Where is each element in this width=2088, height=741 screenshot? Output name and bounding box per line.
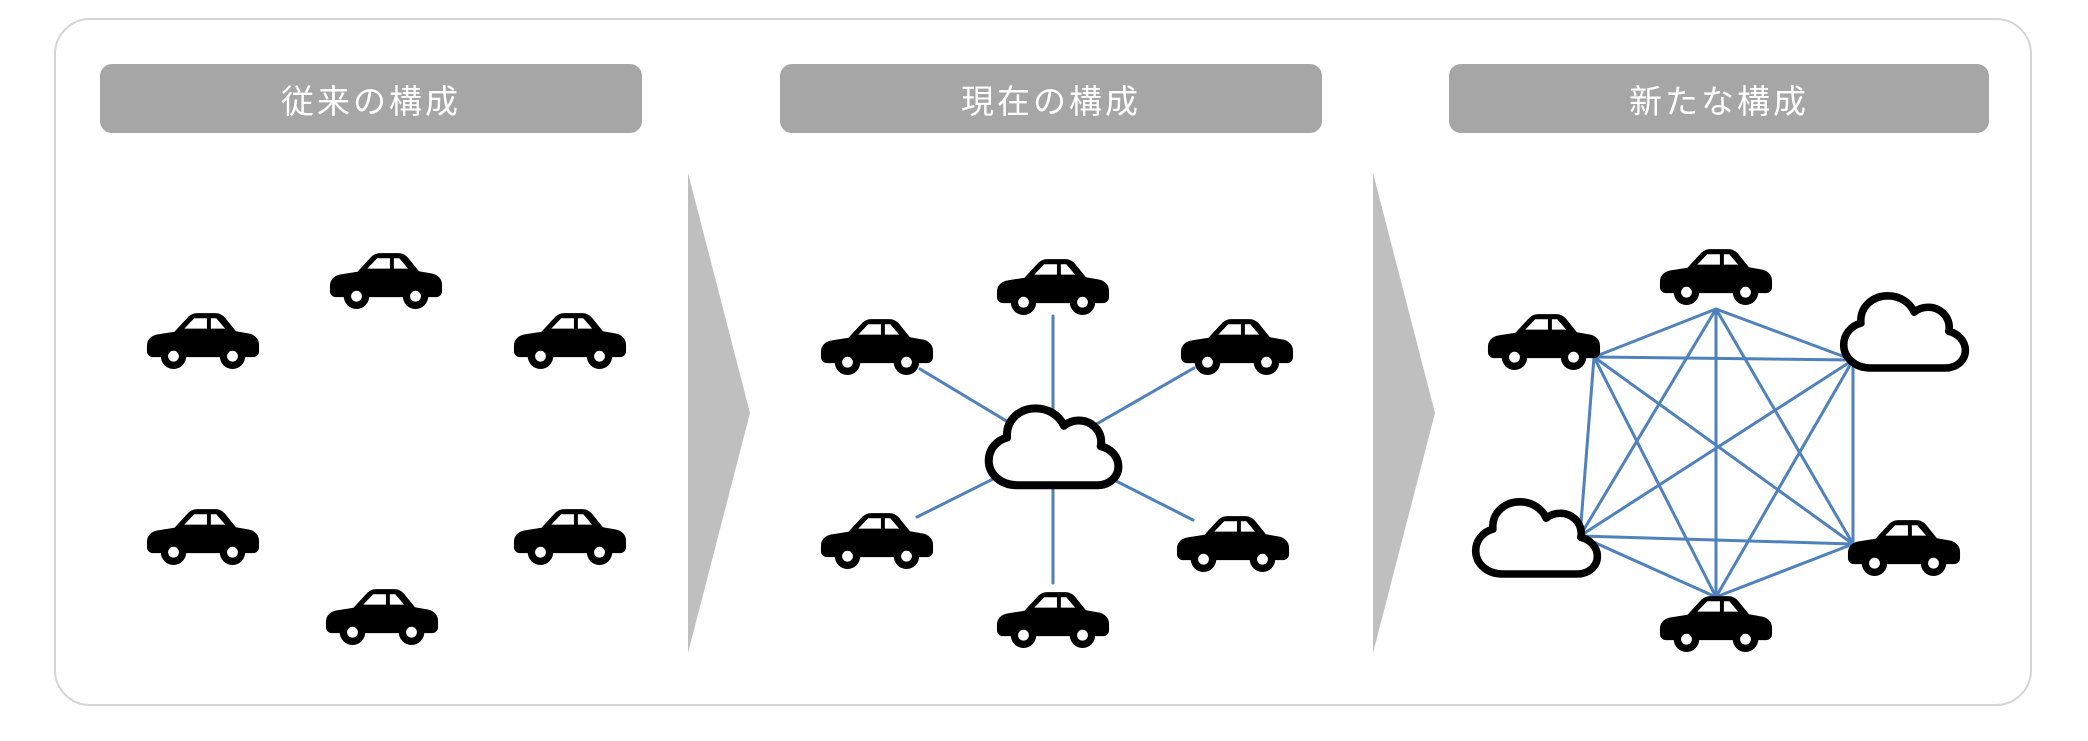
car-icon [511, 300, 629, 373]
cloud-icon [978, 398, 1128, 499]
car-icon [1657, 236, 1775, 309]
cloud-icon [1834, 286, 1974, 381]
panel-header-traditional: 従来の構成 [100, 64, 642, 133]
car-icon [144, 496, 262, 569]
car-icon [327, 240, 445, 313]
panel-title-traditional: 従来の構成 [281, 82, 461, 120]
panel-header-current: 現在の構成 [780, 64, 1322, 133]
car-icon [818, 500, 936, 573]
panel-title-current: 現在の構成 [961, 82, 1141, 120]
car-icon [144, 300, 262, 373]
car-icon [994, 579, 1112, 652]
car-icon [1174, 503, 1292, 576]
car-icon [818, 306, 936, 379]
arrow-right-icon [688, 173, 750, 653]
car-icon [1845, 507, 1963, 580]
cloud-icon [1466, 492, 1606, 587]
car-icon [994, 246, 1112, 319]
panel-header-new: 新たな構成 [1449, 64, 1989, 133]
car-icon [1657, 583, 1775, 656]
car-icon [511, 496, 629, 569]
car-icon [1178, 306, 1296, 379]
panel-title-new: 新たな構成 [1629, 82, 1809, 120]
car-icon [1485, 301, 1603, 374]
car-icon [323, 576, 441, 649]
arrow-right-icon [1373, 173, 1435, 653]
